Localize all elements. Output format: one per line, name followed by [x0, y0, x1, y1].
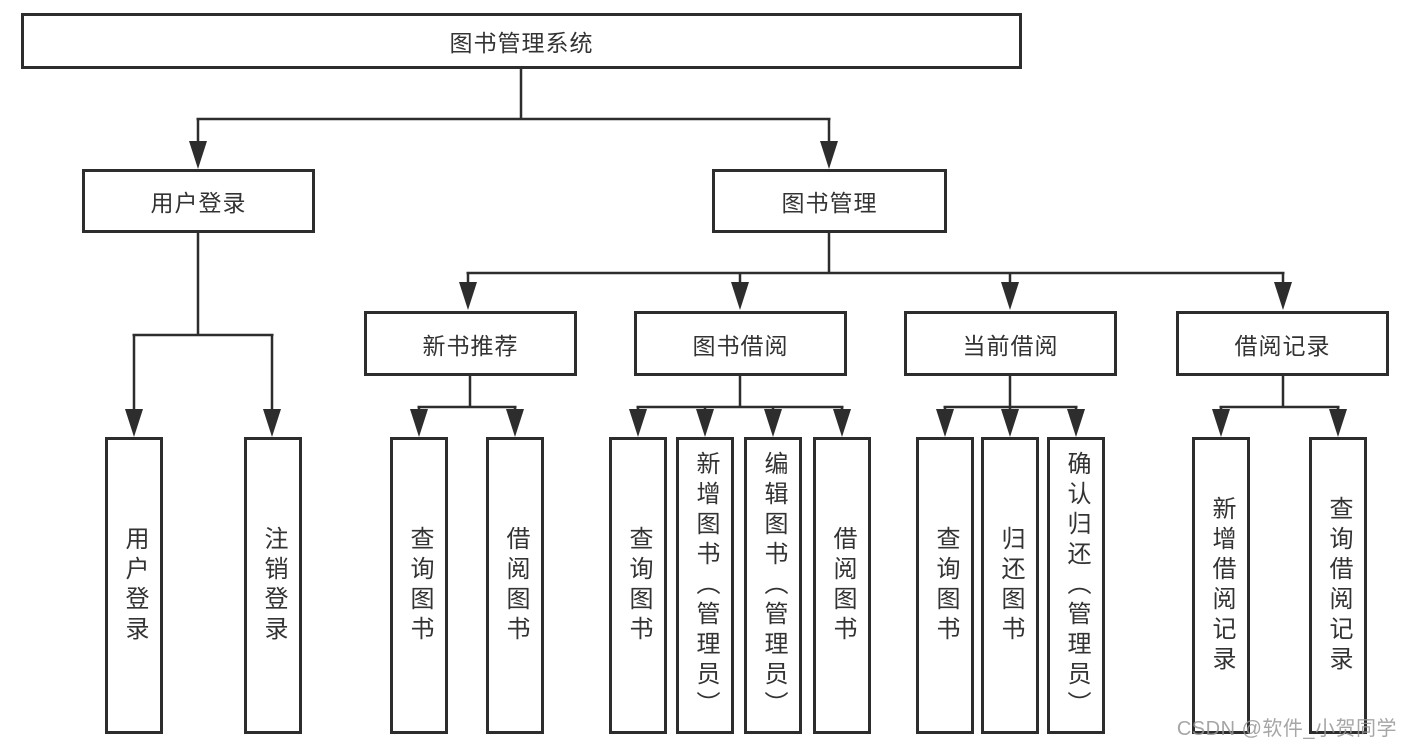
node-root-library-system: 图书管理系统 [21, 13, 1022, 69]
csdn-watermark: CSDN @软件_小贺同学 [1176, 718, 1397, 740]
node-label: 新增借阅记录 [1208, 495, 1235, 676]
node-label: 注销登录 [260, 525, 287, 646]
node-label: 新增图书（管理员） [692, 450, 719, 721]
node-label: 借阅图书 [502, 525, 529, 646]
node-leaf-confirm-return-admin: 确认归还（管理员） [1047, 437, 1105, 734]
node-leaf-borrow-books-borrowing: 借阅图书 [813, 437, 871, 734]
node-leaf-query-borrow-record: 查询借阅记录 [1309, 437, 1367, 734]
node-label: 图书管理 [781, 190, 878, 216]
node-leaf-add-borrow-record: 新增借阅记录 [1192, 437, 1250, 734]
node-label: 借阅记录 [1234, 332, 1331, 359]
node-leaf-user-login: 用户登录 [105, 437, 163, 734]
node-label: 归还图书 [997, 525, 1024, 646]
connector-paths [132, 69, 1340, 413]
node-leaf-query-books-borrowing: 查询图书 [609, 437, 667, 734]
node-label: 当前借阅 [962, 332, 1059, 359]
node-leaf-return-books: 归还图书 [981, 437, 1039, 734]
node-label: 新书推荐 [422, 332, 519, 359]
arrowheads [125, 141, 1347, 437]
node-leaf-query-books-newbook: 查询图书 [390, 437, 448, 734]
node-label: 编辑图书（管理员） [760, 450, 787, 721]
node-user-login-group: 用户登录 [82, 169, 315, 233]
node-leaf-borrow-books-newbook: 借阅图书 [486, 437, 544, 734]
node-leaf-query-books-current: 查询图书 [916, 437, 974, 734]
node-leaf-edit-books-admin: 编辑图书（管理员） [744, 437, 802, 734]
node-label: 图书借阅 [692, 332, 789, 359]
node-label: 确认归还（管理员） [1063, 450, 1090, 721]
node-label: 借阅图书 [829, 525, 856, 646]
node-label: 查询图书 [932, 525, 959, 646]
node-label: 图书管理系统 [449, 30, 594, 56]
node-new-book-recommend: 新书推荐 [364, 311, 577, 376]
node-label: 查询图书 [406, 525, 433, 646]
node-book-borrowing: 图书借阅 [634, 311, 847, 376]
node-leaf-logout: 注销登录 [244, 437, 302, 734]
node-leaf-add-books-admin: 新增图书（管理员） [676, 437, 734, 734]
node-label: 查询图书 [625, 525, 652, 646]
node-label: 用户登录 [121, 525, 148, 646]
node-book-management-group: 图书管理 [712, 169, 947, 233]
node-label: 用户登录 [150, 190, 247, 216]
node-current-borrowing: 当前借阅 [904, 311, 1117, 376]
node-label: 查询借阅记录 [1325, 495, 1352, 676]
node-borrow-records: 借阅记录 [1176, 311, 1389, 376]
